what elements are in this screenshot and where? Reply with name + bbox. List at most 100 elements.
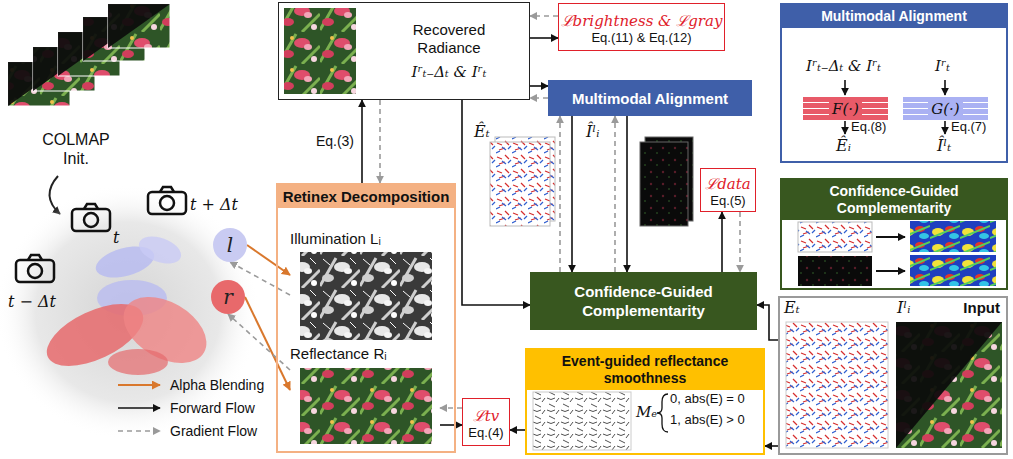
legend-item: Forward Flow: [116, 399, 255, 417]
connector: [757, 305, 778, 340]
connector: [247, 245, 290, 275]
gaussian-scene-part: [135, 231, 185, 269]
connector: [379, 100, 381, 183]
math-label: Êᵢ: [836, 136, 851, 155]
camera-icon-part: [28, 255, 42, 260]
node-title: ℒdata: [705, 173, 751, 193]
confidence-thumbnails-part: [910, 255, 996, 286]
connector: [614, 116, 616, 272]
node-title: r: [223, 286, 233, 308]
input-lowlight-image-part: [896, 322, 1002, 448]
gaussian-scene: [0, 184, 260, 440]
radiance-image: [284, 8, 356, 94]
legend-text: Forward Flow: [170, 400, 255, 416]
legend-item: Alpha Blending: [116, 376, 264, 394]
brace: [657, 394, 668, 432]
caption-label: COLMAP Init.: [30, 130, 122, 168]
camera-icon: [72, 204, 110, 231]
legend-text: Gradient Flow: [170, 423, 257, 439]
node-title: Confidence-Guided Complementarity: [782, 180, 1006, 220]
math-label: Îˡᵢ: [586, 122, 599, 141]
connector: [510, 429, 525, 431]
node-title: Recovered Radiance: [389, 21, 509, 57]
gaussian-circle: l: [213, 228, 247, 262]
case-label: 0, abs(E) = 0: [670, 391, 745, 407]
legend-sample: [116, 399, 166, 417]
node-text: Eq.(4): [468, 425, 503, 440]
legend-item: Gradient Flow: [116, 422, 257, 440]
reflectance-image: [300, 368, 432, 444]
connector: [440, 424, 462, 426]
illumination-image: [300, 252, 432, 340]
node-title: G(·): [928, 100, 962, 118]
camera-icon-part: [160, 196, 174, 210]
equation-ref: Eq.(7): [951, 119, 986, 135]
connector: [559, 116, 561, 272]
gaussian-scene-part: [0, 184, 260, 440]
node-title: Illumination Lᵢ: [290, 230, 381, 248]
camera-icon-part: [72, 209, 110, 231]
connector: [530, 97, 548, 99]
legend-line: [118, 384, 160, 386]
connector: [721, 212, 723, 272]
legend-sample: [116, 422, 166, 440]
camera-icon-part: [84, 213, 98, 227]
connector: [530, 85, 548, 87]
connector: [739, 212, 741, 272]
connector: [462, 100, 530, 305]
case-label: 1, abs(E) > 0: [670, 412, 745, 428]
loss-box: ℒdataEq.(5): [700, 168, 756, 212]
aligned-event-image-part: [490, 142, 550, 226]
loss-box: ℒbrightness & ℒgrayEq.(11) & Eq.(12): [558, 3, 725, 51]
confidence-thumbnails-part: [876, 270, 905, 272]
time-label: t: [113, 228, 119, 247]
equation-ref: Eq.(8): [851, 119, 886, 135]
node-text: Eq.(11) & Eq.(12): [591, 30, 691, 45]
camera-icon-part: [160, 187, 174, 192]
camera-icon-part: [148, 192, 186, 214]
math-label: Îˡₜ: [937, 136, 951, 155]
math-label: Iʳₜ₋Δₜ & Iʳₜ: [806, 57, 881, 75]
camera-icon: [148, 187, 186, 214]
camera-icon-part: [84, 204, 98, 209]
math-label: Iˡᵢ: [897, 298, 910, 317]
node-title: Multimodal Alignment: [572, 90, 728, 107]
camera-icon-part: [16, 260, 54, 282]
connector: [765, 445, 778, 447]
node-title: ℒtv: [473, 405, 500, 425]
connector: [530, 15, 558, 17]
loss-box: ℒtvEq.(4): [462, 398, 510, 446]
math-label: Êₜ: [474, 122, 490, 141]
input-lowlight-image-part: [896, 322, 1002, 448]
legend-text: Alpha Blending: [170, 377, 264, 393]
image-box: Illumination Lᵢ: [290, 230, 440, 342]
node-title: Multimodal Alignment: [782, 5, 1006, 28]
connector: [245, 297, 290, 390]
math-label: Mₑ: [636, 403, 657, 421]
math-label: Iʳₜ: [935, 57, 950, 75]
gaussian-circle: r: [211, 280, 245, 314]
input-frames-part: [108, 4, 170, 48]
process-box: Multimodal Alignment: [548, 80, 752, 116]
node-title: Confidence-Guided Complementarity: [536, 282, 751, 320]
confidence-thumbnails-part: [910, 221, 996, 252]
alignment-arrows-part: [944, 80, 946, 95]
node-title: F(·): [829, 100, 862, 118]
connector: [530, 37, 558, 39]
camera-icon-part: [28, 264, 42, 278]
radiance-box: Recovered RadianceIʳₜ₋Δₜ & Iʳₜ: [278, 2, 530, 100]
node-title: l: [227, 234, 233, 256]
module-panel: Confidence-Guided Complementarity: [780, 178, 1008, 290]
process-box: Confidence-Guided Complementarity: [530, 272, 757, 330]
input-lowlight-image: [896, 322, 1002, 448]
event-mask-image: [533, 392, 631, 450]
legend-sample: [116, 376, 166, 394]
connector: [440, 407, 462, 409]
module-panel: Retinex DecompositionIllumination LᵢRefl…: [276, 183, 456, 453]
aligned-event-image: [490, 137, 555, 226]
node-text: Iʳₜ₋Δₜ & Iʳₜ: [412, 63, 487, 81]
gaussian-scene-part: [108, 349, 168, 375]
connector: [361, 100, 363, 183]
camera-icon: [16, 255, 54, 282]
input-event-image: [786, 322, 888, 448]
